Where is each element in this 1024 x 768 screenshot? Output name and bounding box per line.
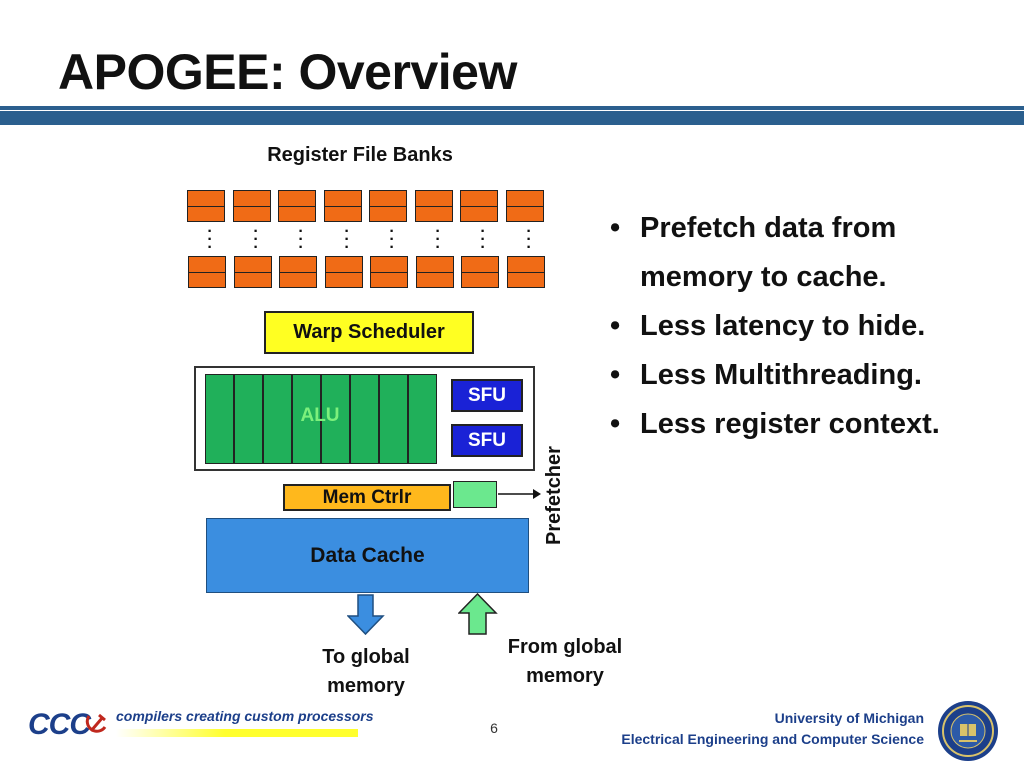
register-bank-bottom bbox=[461, 256, 499, 288]
bullet-item: • Less register context. bbox=[604, 400, 1004, 449]
register-bank-ellipsis: ··· bbox=[207, 223, 213, 256]
alu-lane bbox=[205, 374, 234, 464]
alu-lane bbox=[292, 374, 321, 464]
sfu-label-1: SFU bbox=[468, 384, 506, 406]
title-accent-bar bbox=[0, 111, 1024, 125]
alu-lane bbox=[379, 374, 408, 464]
register-bank-bottom bbox=[234, 256, 272, 288]
register-bank-bottom bbox=[507, 256, 545, 288]
prefetch-buffer bbox=[453, 481, 497, 508]
alu-lane bbox=[350, 374, 379, 464]
prefetch-arrow-icon bbox=[498, 489, 541, 499]
bullet-text: Less Multithreading. bbox=[640, 359, 922, 391]
alu-lane bbox=[263, 374, 292, 464]
to-global-memory-label: To global memory bbox=[322, 646, 410, 697]
sfu-label-2: SFU bbox=[468, 429, 506, 451]
department-name: Electrical Engineering and Computer Scie… bbox=[621, 731, 924, 747]
university-credit: University of Michigan Electrical Engine… bbox=[621, 708, 924, 750]
up-arrow-icon bbox=[458, 593, 498, 635]
sfu-unit-1: SFU bbox=[451, 379, 523, 412]
ccc-logo-text: compilers creating custom processors bbox=[116, 708, 374, 724]
bullet-text: Less register context. bbox=[640, 408, 940, 440]
bullet-list: • Prefetch data from memory to cache. • Le… bbox=[604, 204, 1004, 449]
memory-controller-label: Mem Ctrlr bbox=[322, 486, 412, 508]
register-bank-top bbox=[369, 190, 407, 222]
register-bank-top bbox=[415, 190, 453, 222]
bullet-item: • Less Multithreading. bbox=[604, 351, 1004, 400]
hammer-sickle-icon bbox=[85, 713, 107, 733]
warp-scheduler-label: Warp Scheduler bbox=[293, 321, 445, 343]
memory-controller: Mem Ctrlr bbox=[283, 484, 451, 511]
bullet-item: • Less latency to hide. bbox=[604, 302, 1004, 351]
university-name: University of Michigan bbox=[774, 710, 924, 726]
alu-lane bbox=[321, 374, 350, 464]
ccc-logo: CCC bbox=[28, 708, 91, 741]
register-bank-top bbox=[324, 190, 362, 222]
register-bank-ellipsis: ··· bbox=[298, 223, 304, 256]
alu-lane bbox=[408, 374, 437, 464]
from-global-memory-label: From global memory bbox=[507, 636, 623, 687]
register-bank-ellipsis: ··· bbox=[435, 223, 441, 256]
down-arrow-icon bbox=[347, 594, 385, 636]
register-bank-bottom bbox=[188, 256, 226, 288]
bullet-dot-icon: • bbox=[610, 408, 621, 440]
register-bank-ellipsis: ··· bbox=[344, 223, 350, 256]
register-bank-bottom bbox=[279, 256, 317, 288]
register-bank-top bbox=[187, 190, 225, 222]
bullet-dot-icon: • bbox=[610, 310, 621, 342]
register-bank-ellipsis: ··· bbox=[526, 223, 532, 256]
register-bank-bottom bbox=[416, 256, 454, 288]
bullet-dot-icon: • bbox=[610, 359, 621, 391]
bullet-dot-icon: • bbox=[610, 212, 621, 244]
register-file-label: Register File Banks bbox=[267, 144, 453, 166]
university-seal-icon bbox=[938, 701, 998, 761]
register-bank-ellipsis: ··· bbox=[389, 223, 395, 256]
register-bank-top bbox=[506, 190, 544, 222]
register-bank-bottom bbox=[325, 256, 363, 288]
alu-lane bbox=[234, 374, 263, 464]
data-cache-label: Data Cache bbox=[310, 543, 425, 567]
register-bank-top bbox=[460, 190, 498, 222]
alu-label: ALU bbox=[300, 405, 340, 426]
prefetcher-label: Prefetcher bbox=[543, 446, 565, 545]
register-bank-top bbox=[278, 190, 316, 222]
register-bank-ellipsis: ··· bbox=[253, 223, 259, 256]
bullet-text: Less latency to hide. bbox=[640, 310, 926, 342]
bullet-item: • Prefetch data from memory to cache. bbox=[604, 204, 1004, 302]
register-bank-top bbox=[233, 190, 271, 222]
warp-scheduler: Warp Scheduler bbox=[264, 311, 474, 354]
sfu-unit-2: SFU bbox=[451, 424, 523, 457]
register-bank-bottom bbox=[370, 256, 408, 288]
page-number: 6 bbox=[490, 720, 498, 736]
register-bank-ellipsis: ··· bbox=[480, 223, 486, 256]
ccc-logo-underline bbox=[116, 729, 358, 737]
slide-title: APOGEE: Overview bbox=[58, 44, 517, 100]
title-accent-line bbox=[0, 106, 1024, 110]
bullet-text: Prefetch data from memory to cache. bbox=[640, 212, 897, 293]
data-cache: Data Cache bbox=[206, 518, 529, 593]
